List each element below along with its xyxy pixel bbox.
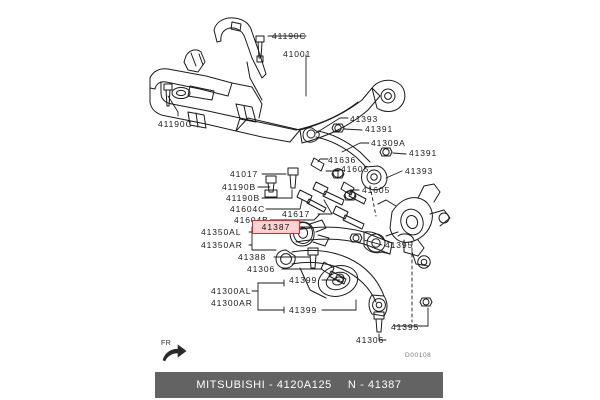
label-41395-lower: 41395 bbox=[391, 322, 420, 332]
label-41190c-left: 41190C bbox=[158, 119, 193, 129]
label-41309a: 41309A bbox=[371, 138, 406, 148]
label-41617: 41617 bbox=[282, 209, 311, 219]
front-direction-marker: FR bbox=[160, 340, 190, 366]
highlighted-part-41387[interactable]: 41387 bbox=[252, 220, 300, 234]
label-41636: 41636 bbox=[328, 155, 357, 165]
label-41300al: 41300AL bbox=[211, 286, 252, 296]
label-41300ar: 41300AR bbox=[211, 298, 253, 308]
footer-reference: N - 41387 bbox=[347, 379, 402, 391]
label-41393-lower: 41393 bbox=[405, 166, 434, 176]
label-41604b: 41604B bbox=[234, 215, 269, 225]
label-41017: 41017 bbox=[230, 169, 259, 179]
label-41605-lower: 41605 bbox=[362, 185, 391, 195]
label-41306-upper: 41306 bbox=[247, 264, 276, 274]
label-41388: 41388 bbox=[238, 252, 267, 262]
label-41399-upper: 41399 bbox=[289, 275, 318, 285]
footer-bar: MITSUBISHI - 4120A125 N - 41387 bbox=[155, 372, 443, 398]
fr-arrow-icon bbox=[162, 344, 187, 362]
label-41604c: 41604C bbox=[230, 204, 266, 214]
label-41190b-upper: 41190B bbox=[222, 182, 257, 192]
label-41001: 41001 bbox=[283, 49, 312, 59]
label-41306-lower: 41306 bbox=[356, 335, 385, 345]
label-41391-upper: 41391 bbox=[365, 124, 394, 134]
label-41605-upper: 41605 bbox=[341, 164, 370, 174]
label-41393-upper: 41393 bbox=[350, 114, 379, 124]
label-41350ar: 41350AR bbox=[201, 240, 243, 250]
label-41399-lower: 41399 bbox=[289, 305, 318, 315]
drawing-code: D00108 bbox=[405, 352, 432, 359]
fr-label: FR bbox=[161, 340, 172, 347]
label-41350al: 41350AL bbox=[201, 227, 242, 237]
label-41395-upper: 41395 bbox=[385, 240, 414, 250]
highlighted-part-label: 41387 bbox=[261, 222, 291, 232]
label-41391-lower: 41391 bbox=[409, 148, 438, 158]
label-41190b-lower: 41190B bbox=[226, 193, 261, 203]
label-41190c-top: 41190C bbox=[272, 31, 307, 41]
footer-brand-part: MITSUBISHI - 4120A125 bbox=[196, 379, 332, 391]
